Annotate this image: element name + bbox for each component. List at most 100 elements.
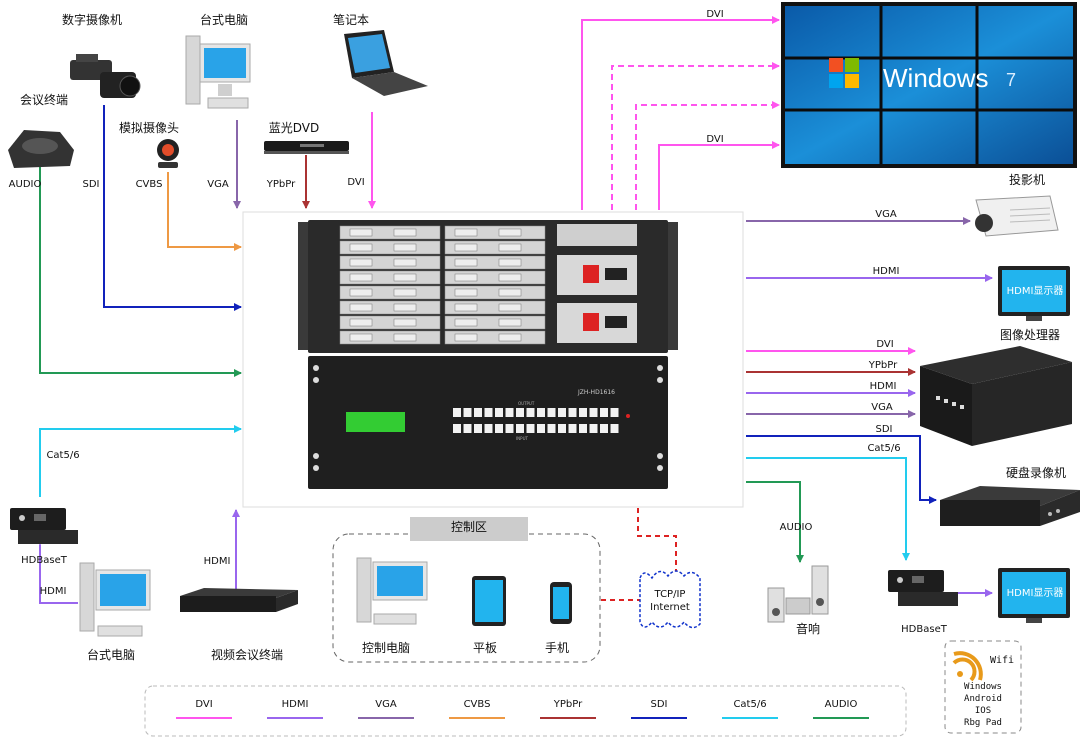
phone-icon bbox=[550, 582, 572, 624]
hdmi-display-icon bbox=[998, 266, 1070, 321]
hdbaset-left-label: HDBaseT bbox=[21, 555, 67, 566]
keypad-button bbox=[474, 424, 482, 433]
hdbaset-left-icon bbox=[10, 508, 78, 544]
output-label: OUTPUT bbox=[518, 401, 535, 406]
control-area-title-box bbox=[410, 517, 528, 541]
keypad-button bbox=[579, 408, 587, 417]
dvi-in-label: DVI bbox=[347, 177, 365, 188]
keypad-button bbox=[484, 424, 493, 433]
sdi-out-line bbox=[746, 435, 937, 504]
legend-label: DVI bbox=[195, 699, 213, 710]
keypad-button bbox=[537, 408, 545, 417]
network-line2: Internet bbox=[650, 602, 690, 613]
keypad-button bbox=[453, 408, 461, 417]
audio-in-line bbox=[39, 160, 242, 377]
cat-in-label: Cat5/6 bbox=[46, 450, 80, 461]
legend-label: SDI bbox=[650, 699, 668, 710]
legend-label: AUDIO bbox=[824, 699, 858, 710]
keypad-button bbox=[600, 408, 608, 417]
keypad-button bbox=[495, 408, 503, 417]
vga-in-label: VGA bbox=[207, 179, 229, 190]
keypad-button bbox=[579, 424, 587, 433]
wifi-icon bbox=[952, 651, 983, 682]
analog-camera-label: 模拟摄像头 bbox=[118, 121, 180, 135]
desktop-pc-top-label: 台式电脑 bbox=[199, 13, 249, 27]
keypad-button bbox=[558, 424, 566, 433]
audio-out-label: AUDIO bbox=[779, 522, 813, 533]
wifi-platform-1: Windows bbox=[964, 682, 1002, 692]
hdmi-out-label: HDMI bbox=[872, 266, 900, 277]
keypad-button bbox=[589, 424, 598, 433]
sdi-in-label: SDI bbox=[82, 179, 100, 190]
speaker-icon bbox=[767, 565, 829, 623]
keypad bbox=[453, 408, 619, 433]
tablet-icon bbox=[472, 576, 506, 626]
legend-frame bbox=[144, 685, 907, 737]
matrix-control-unit: JZH-HD1616 OUTPUT INPUT bbox=[308, 356, 668, 489]
keypad-button bbox=[568, 408, 577, 417]
network-cloud bbox=[639, 570, 701, 629]
webcam-icon bbox=[157, 139, 179, 168]
keypad-button bbox=[610, 408, 619, 417]
dvi-out-top-label: DVI bbox=[706, 9, 724, 20]
dvd-player-icon bbox=[264, 141, 349, 154]
digital-camera-label: 数字摄像机 bbox=[61, 13, 123, 27]
matrix-switcher bbox=[298, 220, 678, 353]
windows-logo-icon bbox=[829, 58, 859, 88]
laptop-label: 笔记本 bbox=[332, 13, 370, 27]
input-connections bbox=[36, 105, 376, 604]
control-area-title: 控制区 bbox=[450, 520, 488, 534]
hdmi-pc-line bbox=[36, 538, 78, 604]
dvi-out-2 bbox=[611, 62, 780, 210]
output-connections bbox=[581, 16, 993, 597]
bluray-dvd-label: 蓝光DVD bbox=[268, 121, 320, 135]
keypad-button bbox=[558, 408, 566, 417]
legend-label: HDMI bbox=[281, 699, 309, 710]
wifi-platform-2: Android bbox=[964, 694, 1002, 704]
hdmi-display-bottom-label: HDMI显示器 bbox=[1006, 588, 1064, 599]
desktop-pc-bottom-label: 台式电脑 bbox=[86, 648, 136, 662]
video-wall: Windows 7 bbox=[781, 2, 1077, 168]
keypad-button bbox=[505, 424, 514, 433]
matrix-frame bbox=[242, 211, 744, 508]
keypad-button bbox=[547, 408, 556, 417]
sdi-in-line bbox=[103, 105, 242, 311]
cvbs-in-line bbox=[167, 172, 242, 251]
keypad-button bbox=[526, 424, 535, 433]
dvi-out-4 bbox=[658, 141, 780, 210]
wifi-box bbox=[944, 640, 1022, 734]
image-processor-icon bbox=[920, 346, 1072, 446]
cat-out-line bbox=[746, 457, 910, 561]
audio-out-line bbox=[746, 481, 804, 563]
matrix-model: JZH-HD1616 bbox=[577, 389, 615, 396]
cvbs-in-label: CVBS bbox=[135, 179, 163, 190]
windows-version: 7 bbox=[1006, 70, 1016, 90]
hdbaset-right-label: HDBaseT bbox=[901, 624, 947, 635]
video-conference-terminal-icon bbox=[180, 588, 298, 612]
wifi-platform-3: IOS bbox=[974, 706, 992, 716]
io-cards bbox=[339, 225, 546, 345]
control-pc-label: 控制电脑 bbox=[361, 641, 411, 655]
hdbaset-right-icon bbox=[888, 570, 958, 606]
hdmi-out2-label: HDMI bbox=[869, 381, 897, 392]
vga-out-label: VGA bbox=[875, 209, 897, 220]
hdmi-display-top-label: HDMI显示器 bbox=[1006, 286, 1064, 297]
ypbpr-out-label: YPbPr bbox=[868, 360, 898, 371]
keypad-button bbox=[516, 424, 524, 433]
dvi-out2-label: DVI bbox=[876, 339, 894, 350]
hdmi-in-label: HDMI bbox=[203, 556, 231, 567]
video-conf-terminal-label: 视频会议终端 bbox=[210, 648, 284, 662]
keypad-button bbox=[495, 424, 503, 433]
dvi-out-3 bbox=[635, 101, 780, 210]
image-processor-label: 图像处理器 bbox=[999, 328, 1061, 342]
projector-icon bbox=[975, 195, 1059, 237]
legend-label: Cat5/6 bbox=[733, 699, 767, 710]
keypad-button bbox=[537, 424, 545, 433]
keypad-button bbox=[505, 408, 514, 417]
dvr-icon bbox=[940, 486, 1080, 526]
vga-out2-label: VGA bbox=[871, 402, 893, 413]
cat-out-label: Cat5/6 bbox=[867, 443, 901, 454]
audio-in-label: AUDIO bbox=[8, 179, 42, 190]
sdi-out-label: SDI bbox=[875, 424, 893, 435]
